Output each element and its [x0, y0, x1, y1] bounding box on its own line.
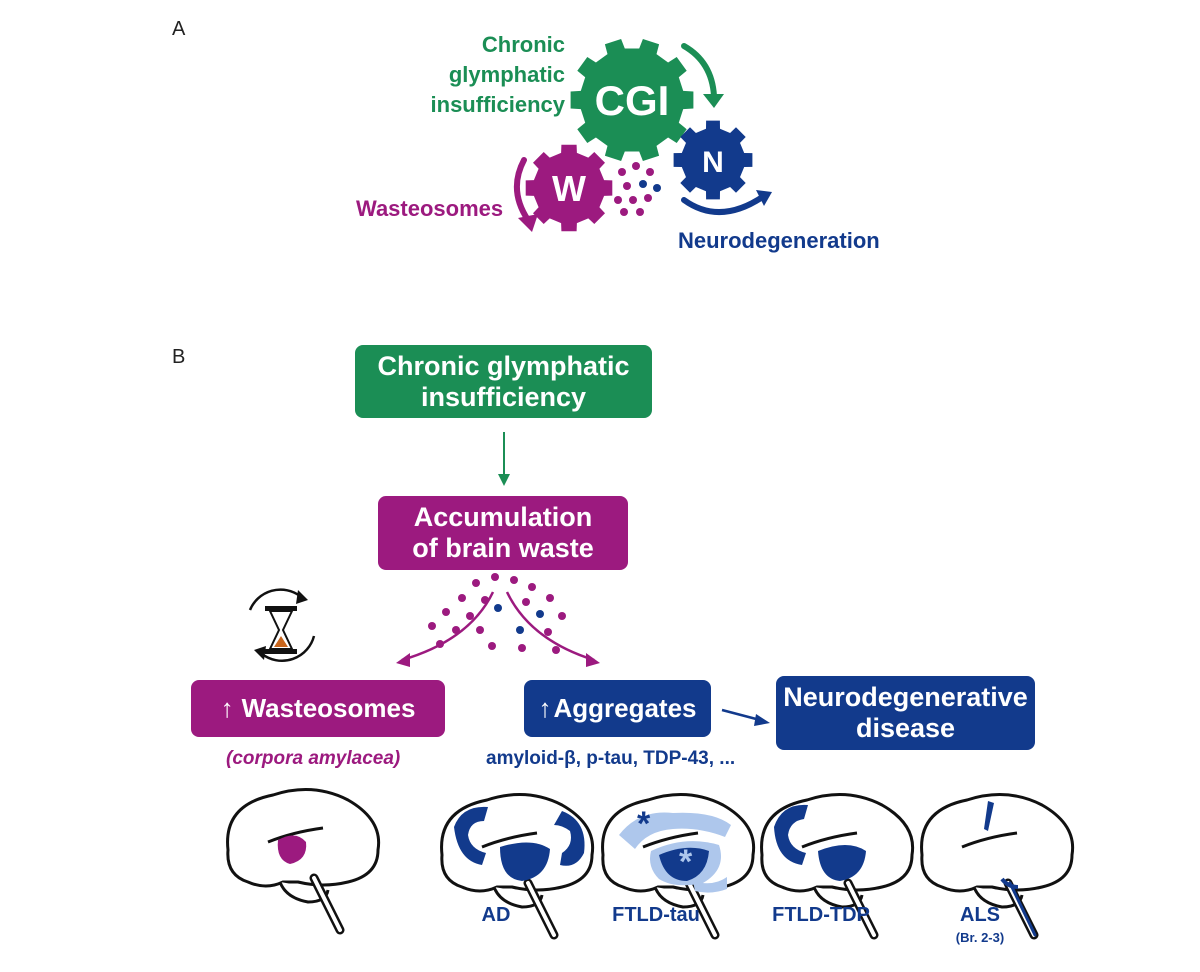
wasteosomes-box-label: Wasteosomes	[241, 693, 416, 723]
n-gear-shape	[673, 120, 753, 200]
brain-ftld-tdp	[762, 795, 913, 935]
neurodegenerative-box-line-1: Neurodegenerative	[783, 682, 1028, 712]
aggregates-up-arrow-icon: ↑	[538, 693, 552, 723]
brain-wasteosomes	[228, 790, 379, 930]
aggregates-sub: amyloid-β, p-tau, TDP-43, ...	[486, 748, 736, 769]
w-gear-text: W	[552, 168, 586, 209]
n-rotation-arrow	[681, 193, 767, 215]
n-gear: N	[673, 120, 753, 200]
accumulation-box-line-1: Accumulation	[413, 502, 593, 532]
aggregates-to-neuro-arrow	[721, 708, 761, 722]
wasteosomes-up-arrow-icon: ↑	[220, 693, 234, 723]
brain-label-ftld-tau: FTLD-tau	[612, 904, 700, 926]
cgi-box-line-2: insufficiency	[420, 381, 587, 412]
panel-b-letter: B	[172, 346, 186, 368]
neurodegenerative-box: Neurodegenerative disease	[776, 676, 1035, 750]
wasteosomes-sub: (corpora amylacea)	[226, 748, 401, 769]
cgi-title-line-2: glymphatic	[448, 62, 565, 87]
w-gear: W	[525, 144, 613, 232]
aggregates-box: ↑ Aggregates	[524, 680, 711, 737]
neurodegeneration-gear-label: Neurodegeneration	[678, 228, 880, 253]
brain-label-ad: AD	[481, 904, 511, 926]
brain-als	[922, 795, 1073, 935]
aggregates-box-label: Aggregates	[553, 693, 697, 723]
w-gear-shape	[525, 144, 613, 232]
cgi-gear: CGI	[570, 39, 694, 161]
aggregates-to-neuro-arrowhead-icon	[754, 714, 770, 726]
svg-text:*: *	[637, 805, 651, 843]
svg-text:*: *	[679, 843, 693, 881]
panel-a-waste-dots	[614, 162, 661, 216]
accumulation-box-line-2: of brain waste	[412, 533, 594, 563]
w-arrowhead-icon	[518, 214, 538, 232]
brain-ftld-tau: * *	[603, 795, 754, 935]
n-arrowhead-icon	[756, 190, 772, 206]
accumulation-box: Accumulation of brain waste	[378, 496, 628, 570]
neurodegenerative-box-line-2: disease	[855, 713, 956, 743]
cgi-title-line-1: Chronic	[481, 32, 565, 57]
wasteosomes-box: ↑ Wasteosomes	[191, 680, 445, 737]
brain-label-ftld-tdp: FTLD-TDP	[772, 904, 870, 926]
cgi-box: Chronic glymphatic insufficiency	[355, 345, 652, 418]
hourglass-icon	[248, 588, 316, 662]
brain-label-als: ALS	[960, 904, 1000, 926]
to-wasteosomes-arrow	[401, 591, 495, 662]
cgi-to-accumulation-arrowhead-icon	[498, 474, 510, 486]
cgi-title: Chronic glymphatic insufficiency	[380, 30, 565, 120]
cgi-gear-text: CGI	[595, 77, 670, 124]
wasteosomes-gear-label: Wasteosomes	[356, 196, 504, 221]
n-gear-text: N	[702, 146, 724, 179]
to-wasteosomes-arrowhead-icon	[396, 653, 410, 667]
cgi-gear-shape	[570, 39, 694, 161]
to-aggregates-arrowhead-icon	[586, 653, 600, 667]
cgi-rotation-arrow	[681, 43, 717, 99]
brain-ad	[442, 795, 593, 935]
panel-b-waste-dots	[428, 573, 566, 654]
cgi-arrowhead-icon	[703, 94, 724, 108]
to-aggregates-arrow	[505, 591, 595, 662]
panel-a-letter: A	[172, 18, 186, 40]
cgi-title-line-3: insufficiency	[430, 92, 565, 117]
w-rotation-arrow	[513, 157, 531, 223]
brain-label-als-sub: (Br. 2-3)	[955, 930, 1005, 945]
cgi-box-line-1: Chronic glymphatic	[377, 350, 630, 381]
